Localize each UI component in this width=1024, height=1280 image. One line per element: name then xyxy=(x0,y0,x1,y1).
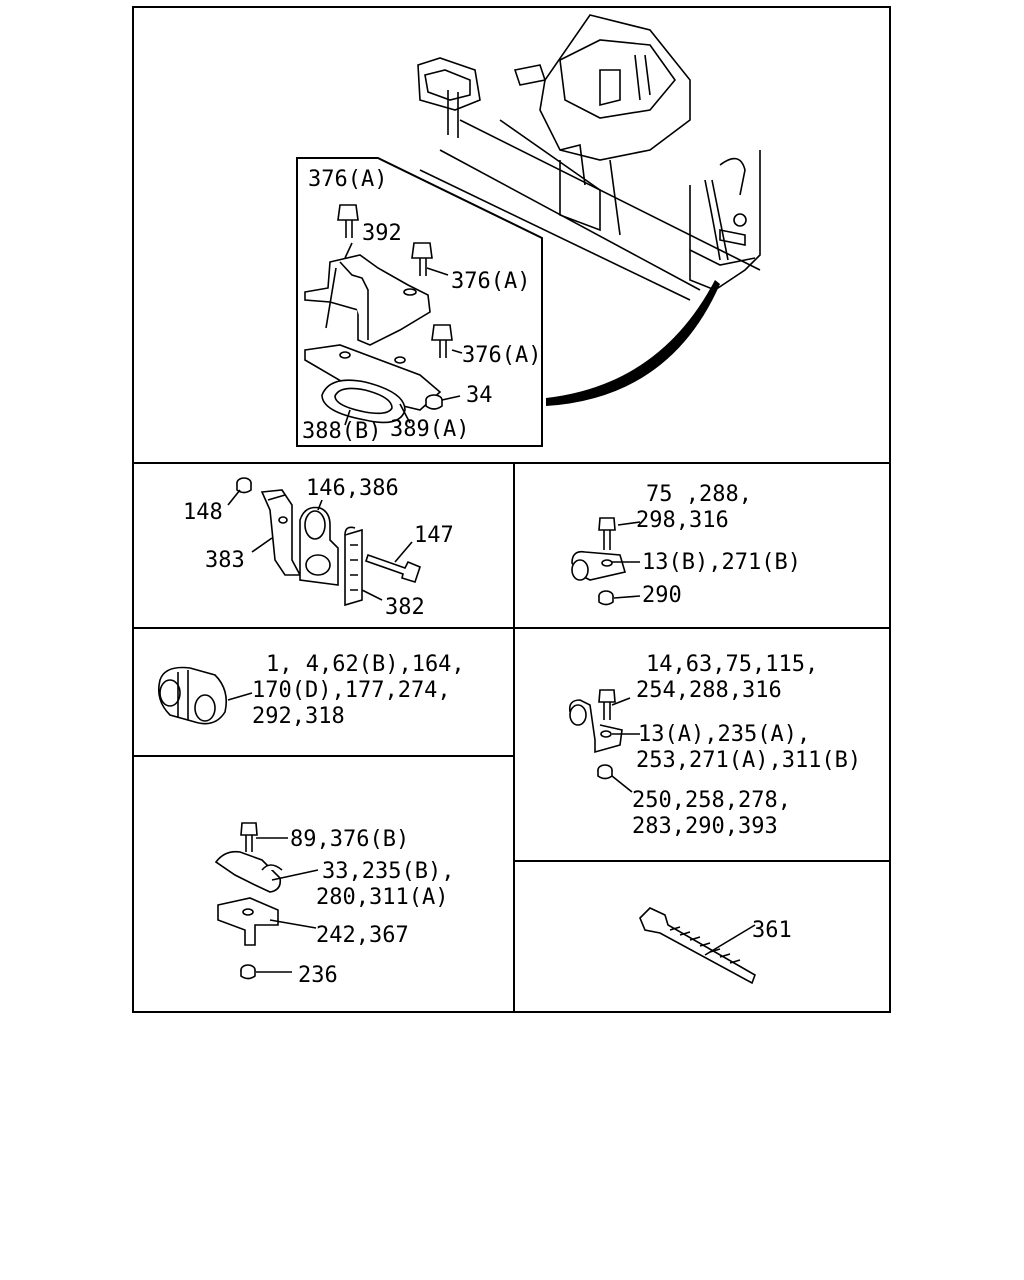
diagram-frame xyxy=(132,6,891,1013)
p3-line3: 292,318 xyxy=(252,704,345,729)
label-146-386: 146,386 xyxy=(306,476,399,501)
bolt-376a-3 xyxy=(431,324,453,358)
p3-line2: 170(D),177,274, xyxy=(252,678,451,703)
bolt-376a-1 xyxy=(337,204,359,238)
vehicle-body-illustration xyxy=(417,14,761,301)
bracket-assembly-illustration xyxy=(304,204,463,426)
label-376a-1: 376(A) xyxy=(308,167,387,192)
label-389a: 389(A) xyxy=(390,417,469,442)
p5-line5: 236 xyxy=(298,963,338,988)
p4-line3: 13(A),235(A), xyxy=(638,722,810,747)
p2-line1: 75 ,288, xyxy=(646,482,752,507)
p2-line3: 13(B),271(B) xyxy=(642,550,801,575)
p6-line1: 361 xyxy=(752,918,792,943)
label-147: 147 xyxy=(414,523,454,548)
p4-line4: 253,271(A),311(B) xyxy=(636,748,861,773)
bolt-376a-2 xyxy=(411,242,433,276)
label-34: 34 xyxy=(466,383,493,408)
p5-line1: 89,376(B) xyxy=(290,827,409,852)
p5-line4: 242,367 xyxy=(316,923,409,948)
p5-line3: 280,311(A) xyxy=(316,885,448,910)
cable-tie-illustration xyxy=(639,907,756,985)
p2-line4: 290 xyxy=(642,583,682,608)
p2-line2: 298,316 xyxy=(636,508,729,533)
p4-line5: 250,258,278, xyxy=(632,788,791,813)
clip-13b-illustration xyxy=(571,517,641,606)
p5-line2: 33,235(B), xyxy=(322,859,454,884)
p4-line6: 283,290,393 xyxy=(632,814,778,839)
label-382: 382 xyxy=(385,595,425,620)
clip-13a-illustration xyxy=(568,689,640,793)
clip-33-illustration xyxy=(214,822,319,980)
label-376a-3: 376(A) xyxy=(462,343,541,368)
label-376a-2: 376(A) xyxy=(451,269,530,294)
cushion-clip-illustration xyxy=(157,666,253,725)
label-392: 392 xyxy=(362,221,402,246)
p4-line2: 254,288,316 xyxy=(636,678,782,703)
detail-pointer-arc xyxy=(546,280,720,406)
label-388b: 388(B) xyxy=(302,419,381,444)
label-148: 148 xyxy=(183,500,223,525)
p3-line1: 1, 4,62(B),164, xyxy=(266,652,465,677)
label-383: 383 xyxy=(205,548,245,573)
clip-assembly-illustration xyxy=(227,477,421,607)
p4-line1: 14,63,75,115, xyxy=(646,652,818,677)
